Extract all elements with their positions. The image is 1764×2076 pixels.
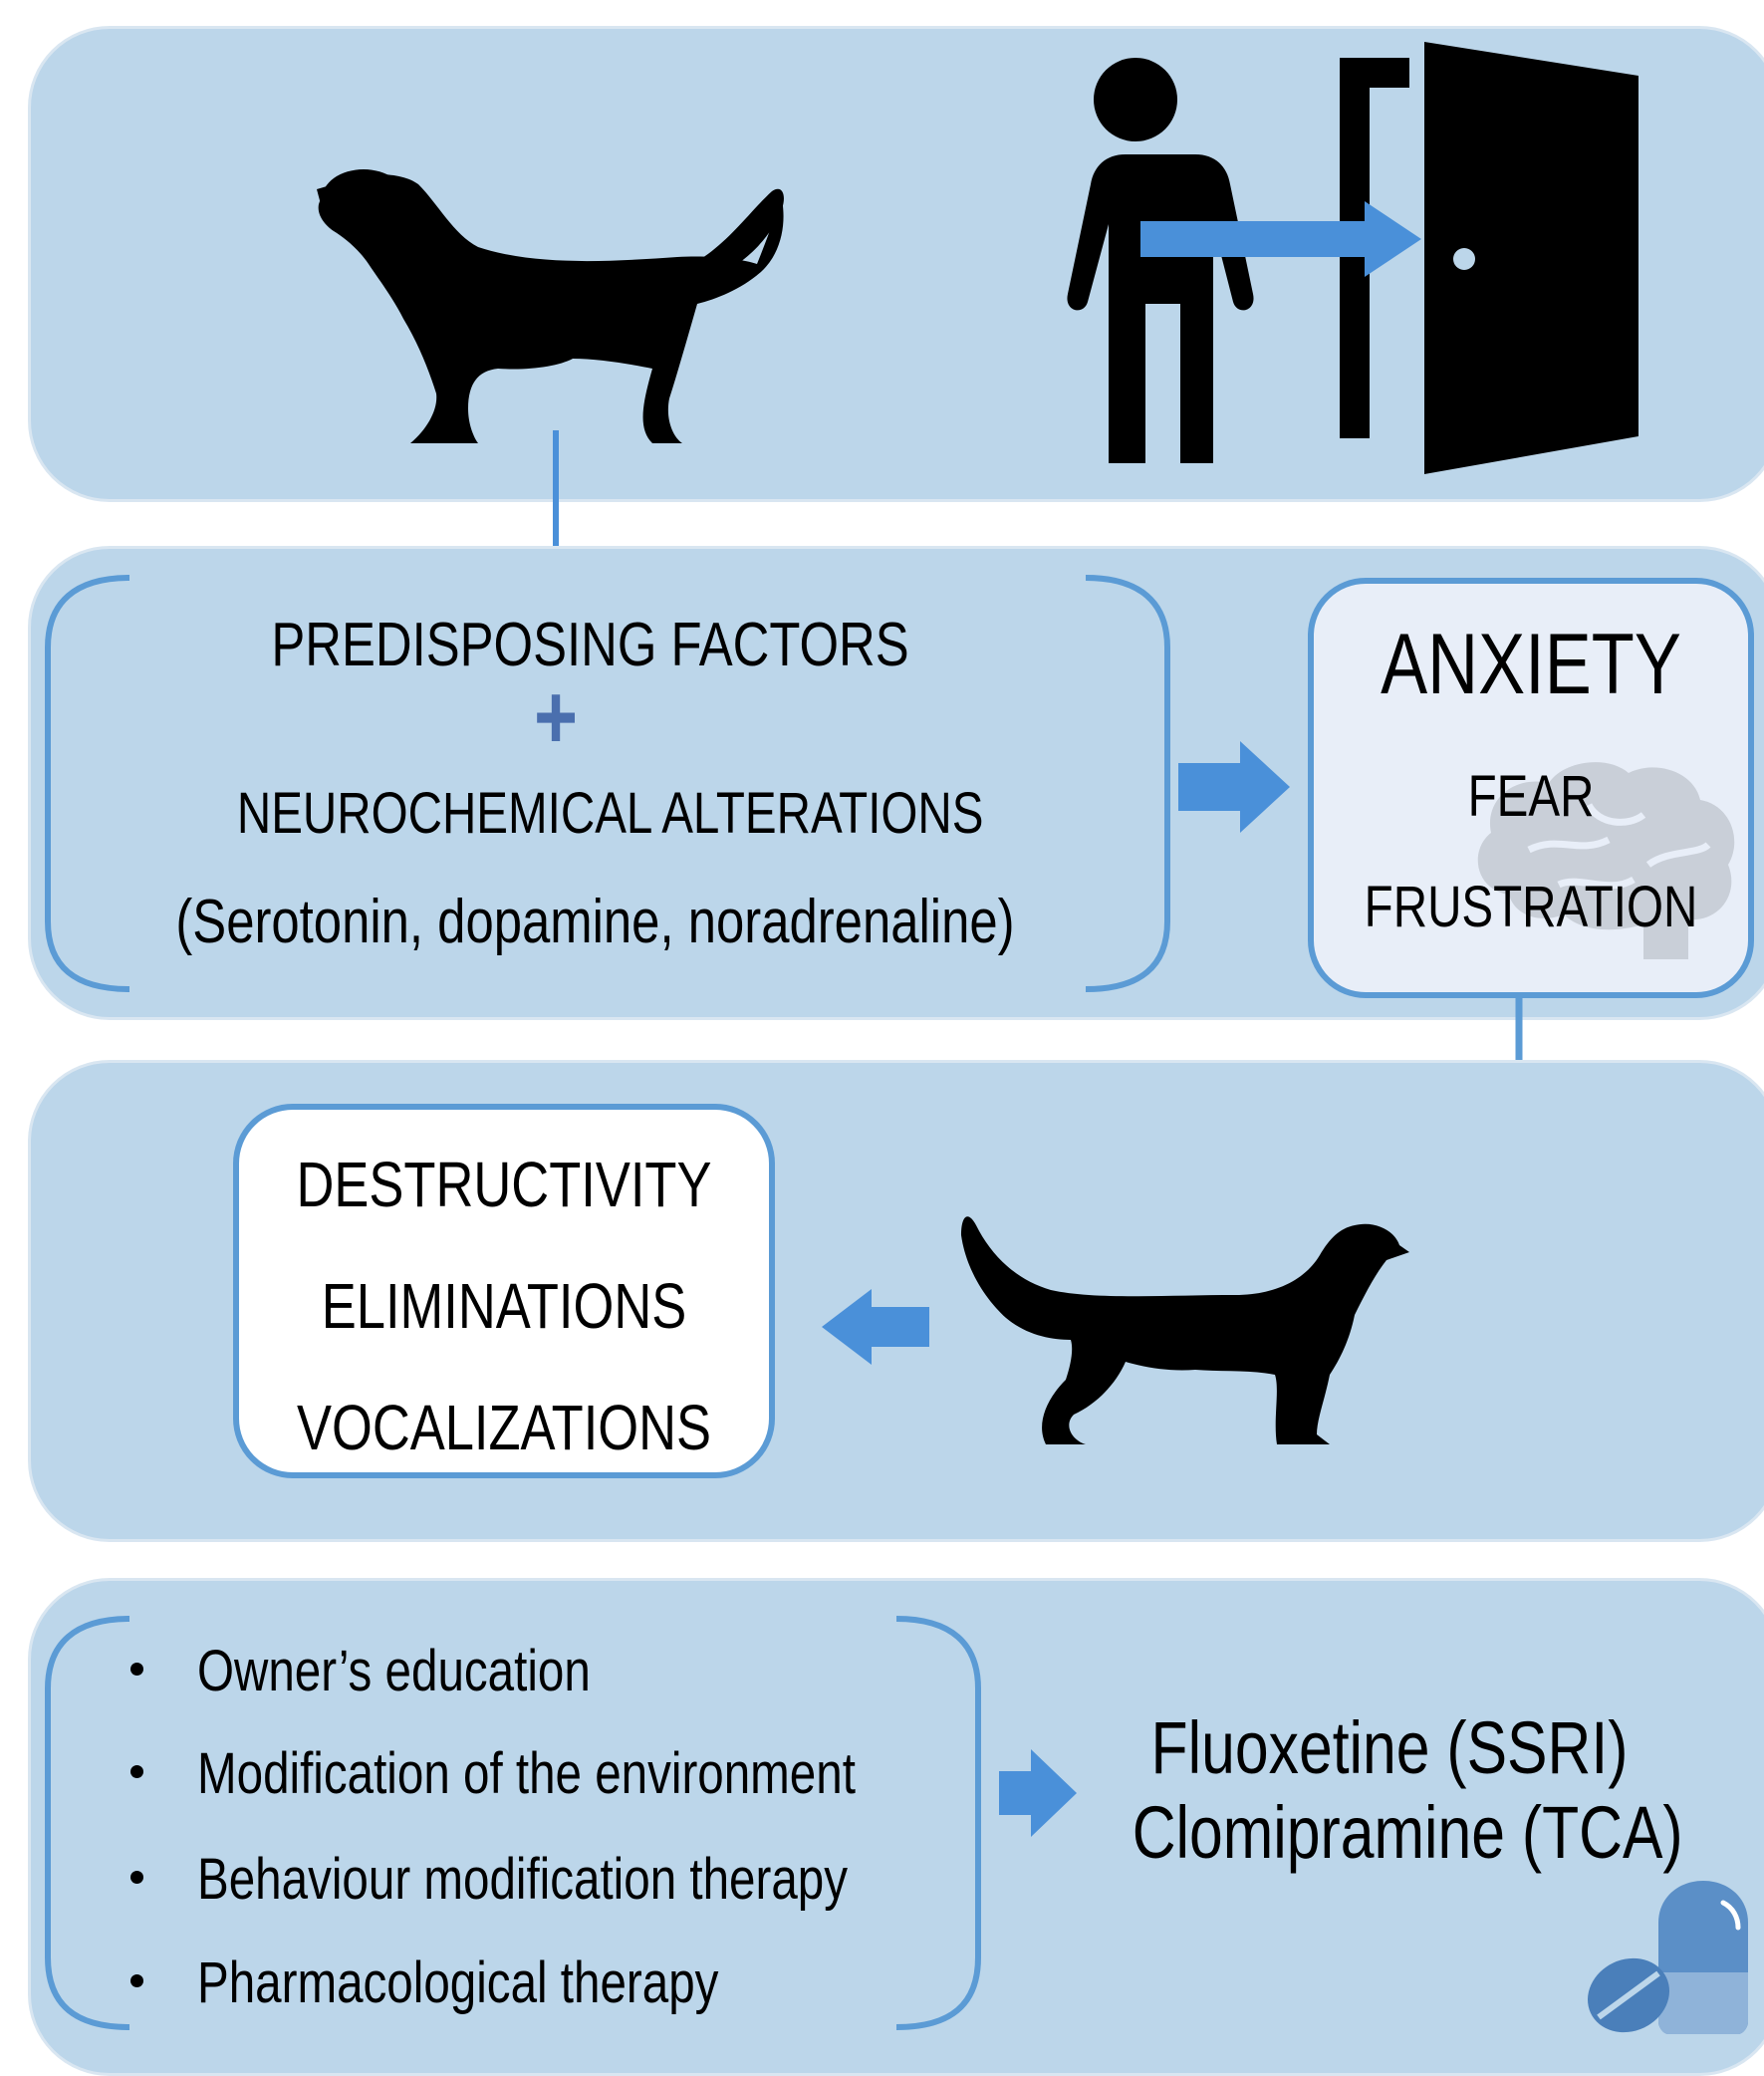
bullet xyxy=(130,1871,143,1884)
dog-silhouette-icon xyxy=(961,1216,1409,1444)
treatment-item: Pharmacological therapy xyxy=(197,1950,719,2015)
neurochemical-alterations-label: NEUROCHEMICAL ALTERATIONS xyxy=(236,781,984,846)
bullet xyxy=(130,1765,143,1778)
fear-label: FEAR xyxy=(1467,764,1595,829)
causes-bracket xyxy=(45,575,1170,992)
frustration-label: FRUSTRATION xyxy=(1364,875,1698,939)
treatment-item: Modification of the environment xyxy=(197,1741,856,1806)
signs-box xyxy=(233,1104,775,1478)
arrow-icon xyxy=(822,1289,929,1365)
brain-icon xyxy=(1477,762,1735,959)
dog-silhouette-icon xyxy=(317,169,784,443)
neurotransmitters-label: (Serotonin, dopamine, noradrenaline) xyxy=(175,888,1015,956)
bullet xyxy=(130,1974,143,1987)
predisposing-factors-label: PREDISPOSING FACTORS xyxy=(271,611,909,679)
arrow-icon xyxy=(1178,741,1290,833)
eliminations-label: ELIMINATIONS xyxy=(321,1270,687,1342)
destructivity-label: DESTRUCTIVITY xyxy=(296,1149,712,1220)
vocalizations-label: VOCALIZATIONS xyxy=(296,1392,712,1463)
drug-fluoxetine: Fluoxetine (SSRI) xyxy=(1150,1706,1629,1789)
drug-clomipramine: Clomipramine (TCA) xyxy=(1132,1791,1683,1874)
pill-icon xyxy=(1588,1881,1748,2034)
arrow-icon xyxy=(999,1749,1077,1837)
anxiety-title: ANXIETY xyxy=(1381,617,1681,712)
treatment-panel xyxy=(28,1578,1764,2076)
treatment-bracket xyxy=(45,1616,981,2030)
treatment-item: Owner’s education xyxy=(197,1639,591,1703)
door-icon xyxy=(1340,42,1638,474)
plus-sign: + xyxy=(533,666,579,768)
bullet xyxy=(130,1663,143,1676)
treatment-item: Behaviour modification therapy xyxy=(197,1847,849,1912)
arrow-icon xyxy=(1140,201,1421,277)
